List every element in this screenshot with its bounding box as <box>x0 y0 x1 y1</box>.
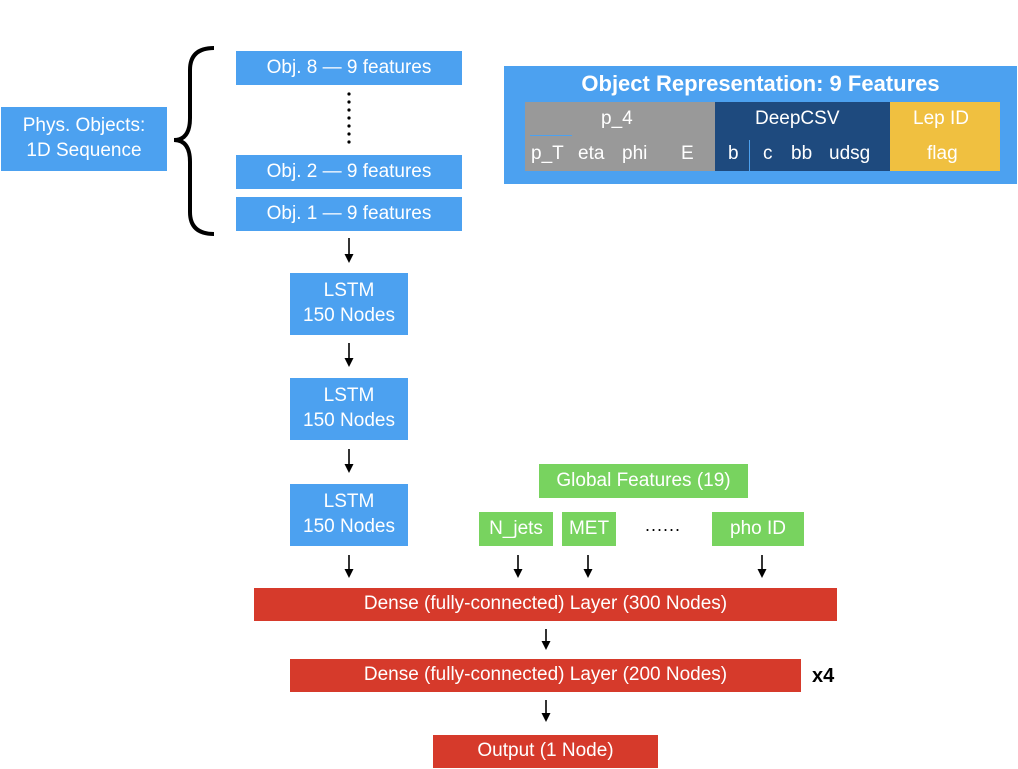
obj-2-box: Obj. 2 — 9 features <box>236 155 462 189</box>
deepcsv-header: DeepCSV <box>755 108 840 129</box>
lstm-layer-1-title: LSTM <box>323 280 375 302</box>
deepcsv-block <box>715 102 890 171</box>
output-node: Output (1 Node) <box>433 735 658 768</box>
repeat-label: x4 <box>812 665 835 687</box>
dense-layer-200: Dense (fully-connected) Layer (200 Nodes… <box>290 659 801 692</box>
object-representation-title: Object Representation: 9 Features <box>581 70 940 96</box>
p4-feature-phi: phi <box>622 143 648 164</box>
lepid-feature-flag: flag <box>927 143 958 164</box>
lstm-layer-2-title: LSTM <box>323 385 375 407</box>
obj-1-box: Obj. 1 — 9 features <box>236 197 462 231</box>
deepcsv-feature-bb: bb <box>791 143 813 164</box>
p4-feature-pt: p_T <box>531 143 564 164</box>
p4-feature-eta: eta <box>578 143 605 164</box>
phys-objects-line1: Phys. Objects: <box>22 115 146 137</box>
deepcsv-divider <box>749 140 750 171</box>
lstm-layer-2: LSTM 150 Nodes <box>290 378 408 440</box>
p4-block <box>525 102 715 171</box>
deepcsv-feature-udsg: udsg <box>829 143 871 164</box>
phys-objects-label: Phys. Objects: 1D Sequence <box>1 107 167 171</box>
lstm-layer-1-nodes: 150 Nodes <box>303 305 395 326</box>
global-features-title: Global Features (19) <box>539 464 748 498</box>
global-feature-njets: N_jets <box>479 512 553 546</box>
deepcsv-feature-c: c <box>763 143 773 164</box>
lstm-layer-3-nodes: 150 Nodes <box>303 516 395 537</box>
global-feature-met: MET <box>562 512 616 546</box>
lstm-layer-2-nodes: 150 Nodes <box>303 410 395 431</box>
deepcsv-feature-b: b <box>728 143 739 164</box>
lstm-layer-1: LSTM 150 Nodes <box>290 273 408 335</box>
p4-header: p_4 <box>601 108 633 129</box>
lepid-block <box>890 102 1000 171</box>
arrow-icons <box>344 238 767 722</box>
phys-objects-line2: 1D Sequence <box>26 140 142 161</box>
p4-underline <box>530 135 572 136</box>
dense-layer-300: Dense (fully-connected) Layer (300 Nodes… <box>254 588 837 621</box>
p4-feature-e: E <box>681 143 694 164</box>
curly-brace-icon <box>173 46 215 236</box>
lepid-header: Lep ID <box>913 108 969 129</box>
vertical-dots-icon <box>347 92 351 144</box>
obj-8-box: Obj. 8 — 9 features <box>236 51 462 85</box>
global-feature-phoid: pho ID <box>712 512 804 546</box>
lstm-layer-3-title: LSTM <box>323 491 375 513</box>
global-features-ellipsis: ...... <box>644 515 681 536</box>
lstm-layer-3: LSTM 150 Nodes <box>290 484 408 546</box>
